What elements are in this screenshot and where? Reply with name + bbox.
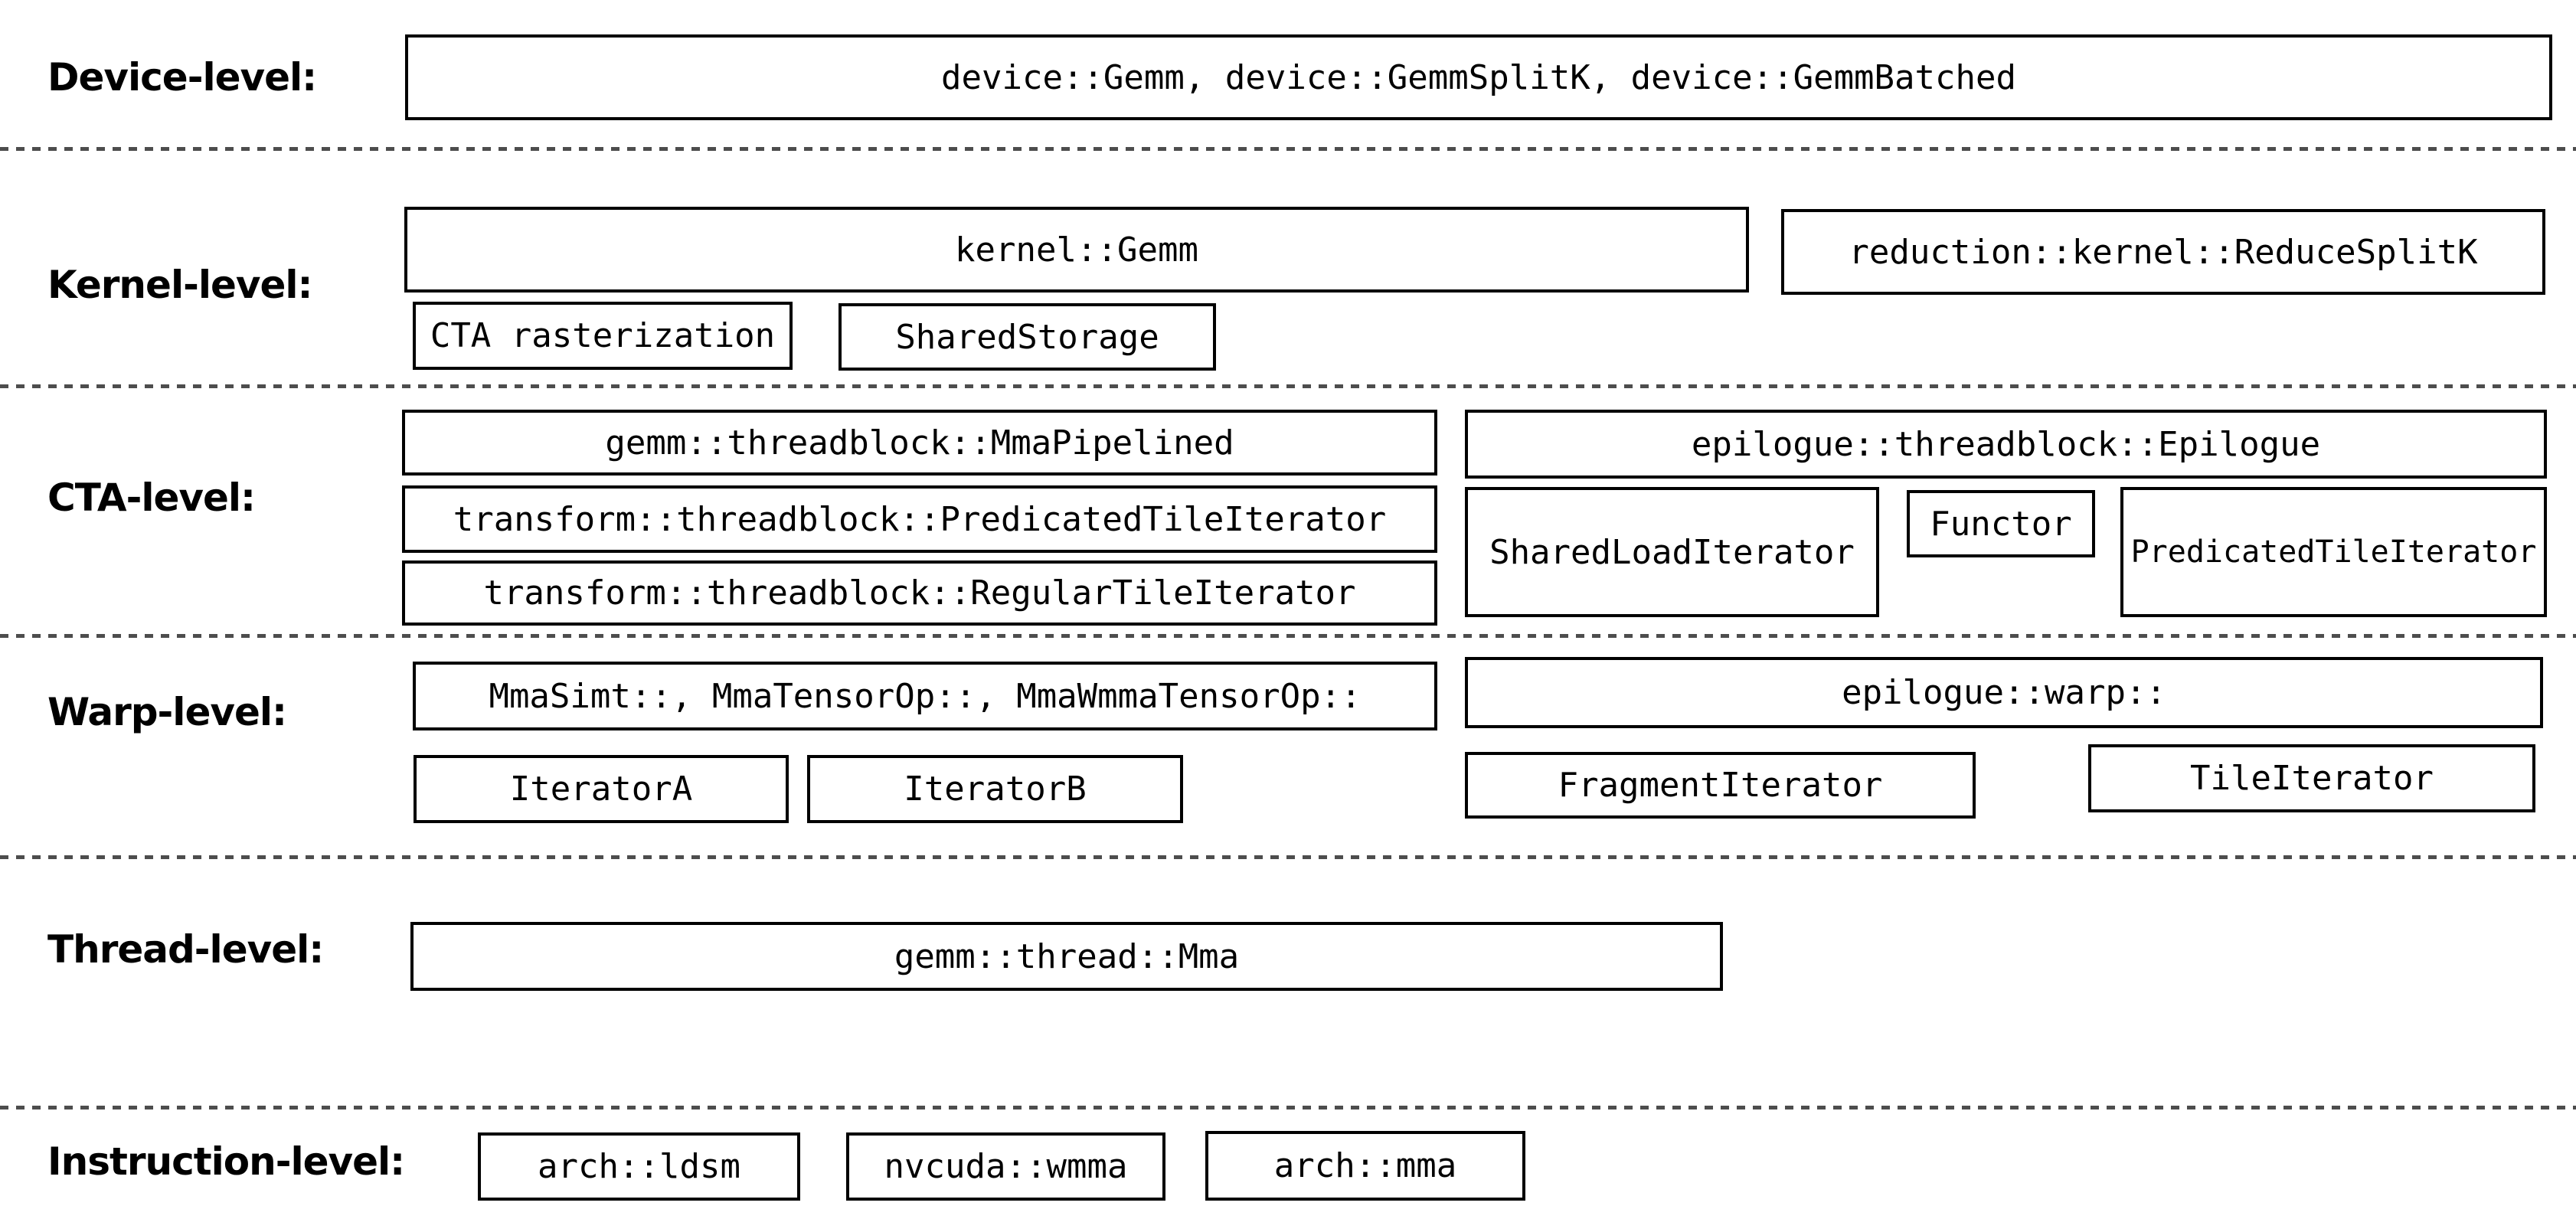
level-label-warp: Warp-level: bbox=[47, 690, 287, 734]
box-arch-ldsm: arch::ldsm bbox=[478, 1132, 800, 1201]
divider-device-kernel bbox=[0, 147, 2576, 151]
box-arch-mma: arch::mma bbox=[1205, 1131, 1525, 1201]
box-fragmentiterator: FragmentIterator bbox=[1465, 752, 1976, 819]
divider-thread-instruction bbox=[0, 1106, 2576, 1110]
level-label-thread: Thread-level: bbox=[47, 927, 324, 972]
box-device-gemm-variants: device::Gemm, device::GemmSplitK, device… bbox=[405, 34, 2552, 120]
box-epilogue-warp: epilogue::warp:: bbox=[1465, 657, 2543, 728]
level-label-cta: CTA-level: bbox=[47, 476, 256, 520]
box-nvcuda-wmma: nvcuda::wmma bbox=[846, 1132, 1165, 1201]
box-cta-rasterization: CTA rasterization bbox=[413, 302, 793, 370]
box-gemm-threadblock-mmapipelined: gemm::threadblock::MmaPipelined bbox=[402, 410, 1437, 476]
box-gemm-thread-mma: gemm::thread::Mma bbox=[410, 922, 1723, 991]
box-transform-threadblock-predicatedtileiterator: transform::threadblock::PredicatedTileIt… bbox=[402, 485, 1437, 553]
divider-kernel-cta bbox=[0, 384, 2576, 388]
box-reduction-kernel-reducesplitk: reduction::kernel::ReduceSplitK bbox=[1781, 209, 2545, 295]
divider-warp-thread bbox=[0, 855, 2576, 859]
level-label-kernel: Kernel-level: bbox=[47, 263, 313, 307]
level-label-instruction: Instruction-level: bbox=[47, 1139, 405, 1184]
level-label-device: Device-level: bbox=[47, 55, 317, 100]
box-tileiterator: TileIterator bbox=[2088, 744, 2535, 812]
box-warp-mma-variants: MmaSimt::, MmaTensorOp::, MmaWmmaTensorO… bbox=[413, 662, 1437, 730]
box-iteratora: IteratorA bbox=[414, 755, 789, 823]
box-iteratorb: IteratorB bbox=[807, 755, 1183, 823]
box-epilogue-threadblock-epilogue: epilogue::threadblock::Epilogue bbox=[1465, 410, 2547, 479]
box-sharedloaditerator: SharedLoadIterator bbox=[1465, 487, 1879, 617]
box-kernel-gemm: kernel::Gemm bbox=[404, 207, 1749, 292]
box-predicatedtileiterator: PredicatedTileIterator bbox=[2120, 487, 2547, 617]
box-transform-threadblock-regulartileiterator: transform::threadblock::RegularTileItera… bbox=[402, 560, 1437, 626]
box-functor: Functor bbox=[1907, 490, 2095, 557]
box-sharedstorage: SharedStorage bbox=[839, 303, 1216, 371]
divider-cta-warp bbox=[0, 634, 2576, 638]
